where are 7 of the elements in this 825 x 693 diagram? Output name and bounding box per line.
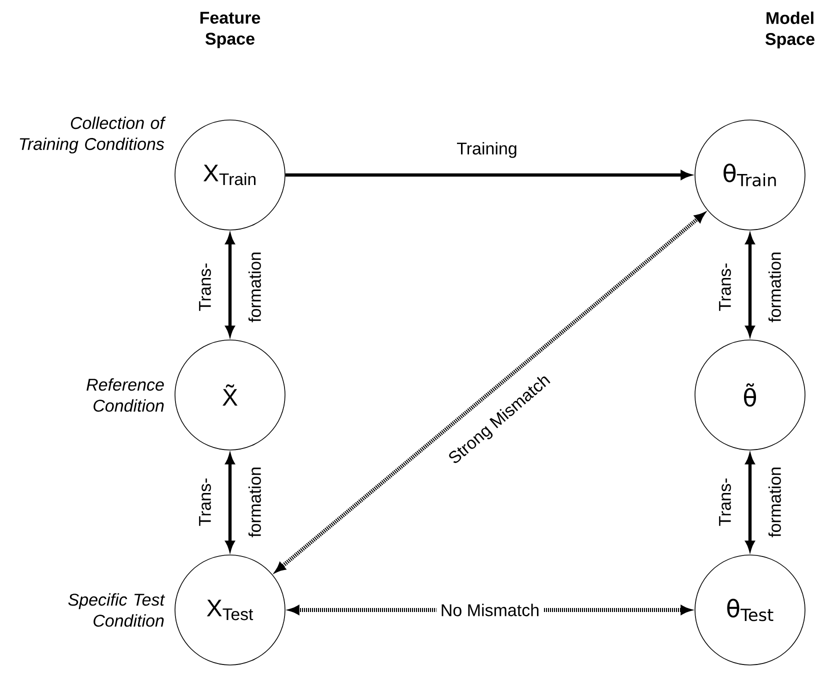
row-label: Specific Test Condition [68,593,166,627]
column-heading: Model Space [765,12,814,48]
arrow [275,212,705,572]
row-label: Reference Condition [86,378,164,412]
edge-label: Training [456,142,516,158]
column-heading: Feature Space [200,12,260,48]
row-label: Collection of Training Conditions [20,116,166,154]
